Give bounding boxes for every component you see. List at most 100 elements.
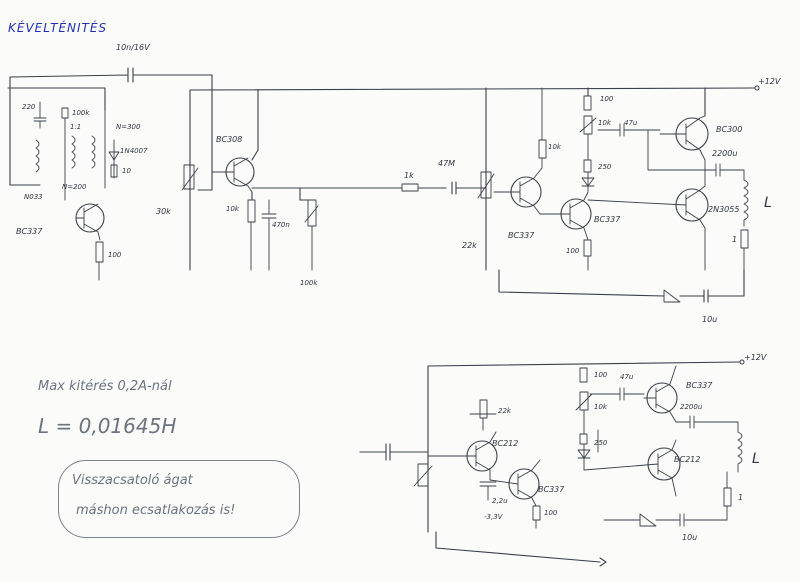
diode-1n4007 xyxy=(108,151,120,161)
resistor-10-left xyxy=(110,164,118,178)
note-max-current: Max kitérés 0,2A-nál xyxy=(38,379,172,394)
resistor-22k-b-leads xyxy=(469,413,497,431)
feedback-path-bottom xyxy=(603,513,728,527)
label-r100-c: 100 xyxy=(566,247,580,255)
label-pot30k: 30k xyxy=(156,207,171,216)
transistor-bc337-c-leads xyxy=(539,191,589,241)
resistor-250 xyxy=(583,159,592,173)
resistor-22k-b xyxy=(479,399,488,419)
pot-10k-bottom xyxy=(579,391,589,411)
transistor-bc337-bottom xyxy=(508,468,540,500)
oscillator-frame xyxy=(7,76,106,186)
label-b-r1: 1 xyxy=(738,493,744,502)
label-bc337-a: BC337 xyxy=(16,227,43,236)
label-c47u: 47M xyxy=(438,159,456,168)
label-b-voltage: -3,3V xyxy=(484,513,503,521)
transistor-bc308-leads xyxy=(211,157,253,193)
label-b-c47u: 47u xyxy=(620,373,634,381)
note-box-line2: máshon ecsatlakozás is! xyxy=(76,503,236,518)
label-b-c2200u: 2200u xyxy=(680,403,703,411)
capacitor-47u-bottom xyxy=(589,387,645,401)
transistor-bc337-bottom-leads xyxy=(489,459,541,507)
note-inductance: L = 0,01645H xyxy=(38,414,177,438)
label-b-c22u: 2,2u xyxy=(492,497,508,505)
coil-left-1 xyxy=(35,139,40,173)
transistor-2n3055-leads xyxy=(587,185,706,271)
resistor-10k-b xyxy=(538,139,547,159)
label-pot22k: 22k xyxy=(462,241,477,250)
resistor-10k-a xyxy=(247,199,256,223)
resistor-250-bottom xyxy=(579,433,588,445)
label-b-r250: 250 xyxy=(594,439,608,447)
resistor-1k xyxy=(401,183,419,192)
label-b-r100-b: 100 xyxy=(544,509,558,517)
resistor-100-bottom-b xyxy=(579,367,588,383)
transistor-bc337-right-bottom-leads xyxy=(643,365,677,423)
diode-top xyxy=(581,171,595,193)
coil-left-3 xyxy=(91,135,96,169)
coil-left-2 xyxy=(71,135,76,169)
transistor-2n3055 xyxy=(675,188,709,222)
label-c470n: 470n xyxy=(272,221,290,229)
label-bc308: BC308 xyxy=(216,135,243,144)
supply-label-bottom: +12V xyxy=(744,353,767,362)
pot-22k-wiper xyxy=(477,173,495,199)
supply-label-top: +12V xyxy=(758,77,781,86)
capacitor-2200u-bottom xyxy=(675,415,739,433)
capacitor-22u xyxy=(479,481,497,501)
label-c-top: 10n/16V xyxy=(116,43,150,52)
label-r10: 10 xyxy=(122,167,131,175)
label-r100k: 100k xyxy=(72,109,90,117)
pot-10k-bottom-leads xyxy=(575,393,593,435)
label-c2200u: 2200u xyxy=(712,149,738,158)
supply-terminal-top xyxy=(754,85,760,91)
output-coil-l-bottom xyxy=(737,431,743,473)
capacitor-470n xyxy=(250,199,277,271)
input-capacitor-bottom xyxy=(359,443,429,461)
label-r100-b: 100 xyxy=(600,95,614,103)
coil-label-bottom: L xyxy=(752,451,760,467)
label-n200: N=200 xyxy=(62,183,87,191)
resistor-100-c xyxy=(583,239,592,257)
resistor-1 xyxy=(740,229,749,249)
pot-100k-leads xyxy=(299,199,319,271)
label-b-bc337: BC337 xyxy=(686,381,713,390)
label-r220: 220 xyxy=(22,103,36,111)
label-r250: 250 xyxy=(598,163,612,171)
label-r10k-a: 10k xyxy=(226,205,239,213)
pot-bottom-left-wiper xyxy=(413,465,433,487)
resistor-1-bottom xyxy=(723,487,732,507)
feedback-path-top xyxy=(498,269,745,303)
label-1n4007: 1N4007 xyxy=(120,147,148,155)
page-title: KÉVELTÉNITÉS xyxy=(8,21,108,35)
resistor-100-bottom xyxy=(532,505,541,521)
feedback-element-bottom xyxy=(639,513,657,527)
feedback-capacitor xyxy=(9,67,213,191)
driver-link xyxy=(647,129,706,171)
bc308-collector-wire xyxy=(251,89,259,161)
pot-22k xyxy=(480,171,492,199)
label-r10k-c: 10k xyxy=(598,119,611,127)
output-coil-l xyxy=(743,179,749,227)
label-pot100k: 100k xyxy=(300,279,318,287)
pot-30k xyxy=(183,164,195,190)
feedback-arrow-bottom xyxy=(435,531,607,567)
label-ratio: 1:1 xyxy=(70,123,82,131)
pot-bottom-left xyxy=(417,463,429,487)
label-b-r10k: 10k xyxy=(594,403,607,411)
diode-bottom xyxy=(577,443,591,471)
label-b-bc212-b: BC212 xyxy=(674,455,701,464)
signal-path-top xyxy=(299,181,487,195)
transistor-bc212-leads xyxy=(427,431,497,481)
label-bc300: BC300 xyxy=(716,125,743,134)
label-r1: 1 xyxy=(732,235,738,244)
label-b-bc212: BC212 xyxy=(492,439,519,448)
label-n300: N=300 xyxy=(116,123,141,131)
bc308-emitter-wiring xyxy=(251,187,301,201)
note-box xyxy=(58,460,300,538)
label-r1k: 1k xyxy=(404,171,414,180)
label-bc337-b: BC337 xyxy=(508,231,535,240)
supply-rail-bottom xyxy=(427,361,741,367)
label-b-r100: 100 xyxy=(594,371,608,379)
